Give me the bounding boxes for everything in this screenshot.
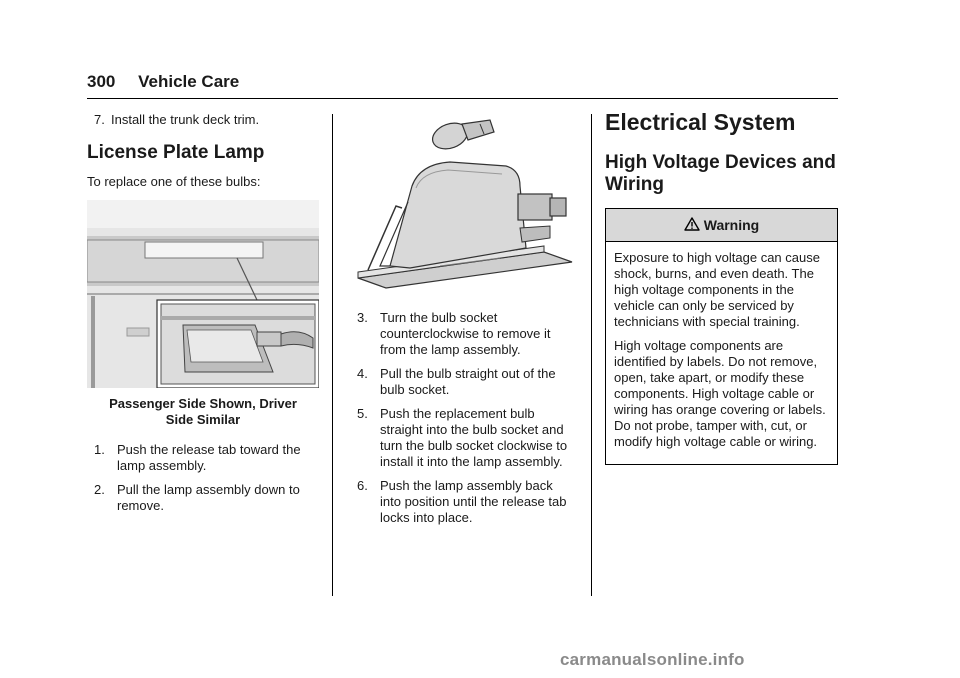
- warning-body: Exposure to high voltage can cause shock…: [606, 242, 837, 464]
- step-number: 5.: [357, 406, 368, 421]
- column-1: 7. Install the trunk deck trim. License P…: [87, 112, 319, 522]
- warning-paragraph: Exposure to high voltage can cause shock…: [614, 250, 820, 329]
- electrical-system-heading: Electrical System: [605, 109, 796, 135]
- step-4: 4. Pull the bulb straight out of the bulb…: [350, 366, 576, 398]
- warning-paragraph: High voltage components are identified b…: [614, 338, 826, 449]
- lamp-assembly-illustration: [357, 119, 573, 289]
- step-text: Turn the bulb socket counterclockwise to…: [380, 310, 551, 357]
- step-text: Push the release tab toward the lamp ass…: [117, 442, 301, 473]
- watermark: carmanualsonline.info: [560, 650, 745, 669]
- section-title: Vehicle Care: [138, 72, 240, 91]
- warning-triangle-icon: [684, 216, 700, 234]
- figure-caption: Passenger Side Shown, Driver Side Simila…: [87, 396, 319, 428]
- step-number: 6.: [357, 478, 368, 493]
- step-3: 3. Turn the bulb socket counterclockwise …: [350, 310, 576, 358]
- header-rule: [87, 98, 838, 99]
- step-text: Pull the lamp assembly down to remove.: [117, 482, 300, 513]
- step-text: Push the lamp assembly back into positio…: [380, 478, 567, 525]
- step-text: Pull the bulb straight out of the bulb s…: [380, 366, 556, 397]
- column-divider-left: [332, 114, 333, 596]
- step-5: 5. Push the replacement bulb straight int…: [350, 406, 576, 470]
- warning-header: Warning: [606, 209, 837, 242]
- bulb-icon: [431, 119, 495, 150]
- high-voltage-heading: High Voltage Devices and Wiring: [605, 152, 836, 195]
- step-text: Push the replacement bulb straight into …: [380, 406, 568, 469]
- step-1: 1. Push the release tab toward the lamp a…: [87, 442, 319, 474]
- license-plate-lamp-illustration: [87, 200, 319, 388]
- caption-line-2: Side Similar: [165, 412, 241, 427]
- intro-text: To replace one of these bulbs:: [87, 174, 261, 189]
- step-text: Install the trunk deck trim.: [111, 112, 260, 127]
- license-plate-lamp-heading: License Plate Lamp: [87, 142, 265, 163]
- column-2: 3. Turn the bulb socket counterclockwise …: [350, 116, 576, 534]
- column-divider-right: [591, 114, 592, 596]
- step-7: 7. Install the trunk deck trim.: [87, 112, 319, 128]
- step-2: 2. Pull the lamp assembly down to remove.: [87, 482, 319, 514]
- caption-line-1: Passenger Side Shown, Driver: [109, 396, 297, 411]
- step-number: 7.: [94, 112, 105, 127]
- step-number: 4.: [357, 366, 368, 381]
- step-number: 2.: [94, 482, 105, 497]
- page-header: 300 Vehicle Care: [87, 72, 239, 92]
- step-6: 6. Push the lamp assembly back into posit…: [350, 478, 576, 526]
- warning-title: Warning: [703, 217, 760, 233]
- warning-box: Warning Exposure to high voltage can cau…: [605, 208, 838, 465]
- page-number: 300: [87, 72, 116, 91]
- step-number: 1.: [94, 442, 105, 457]
- step-number: 3.: [357, 310, 368, 325]
- column-3: Electrical System High Voltage Devices a…: [605, 108, 838, 465]
